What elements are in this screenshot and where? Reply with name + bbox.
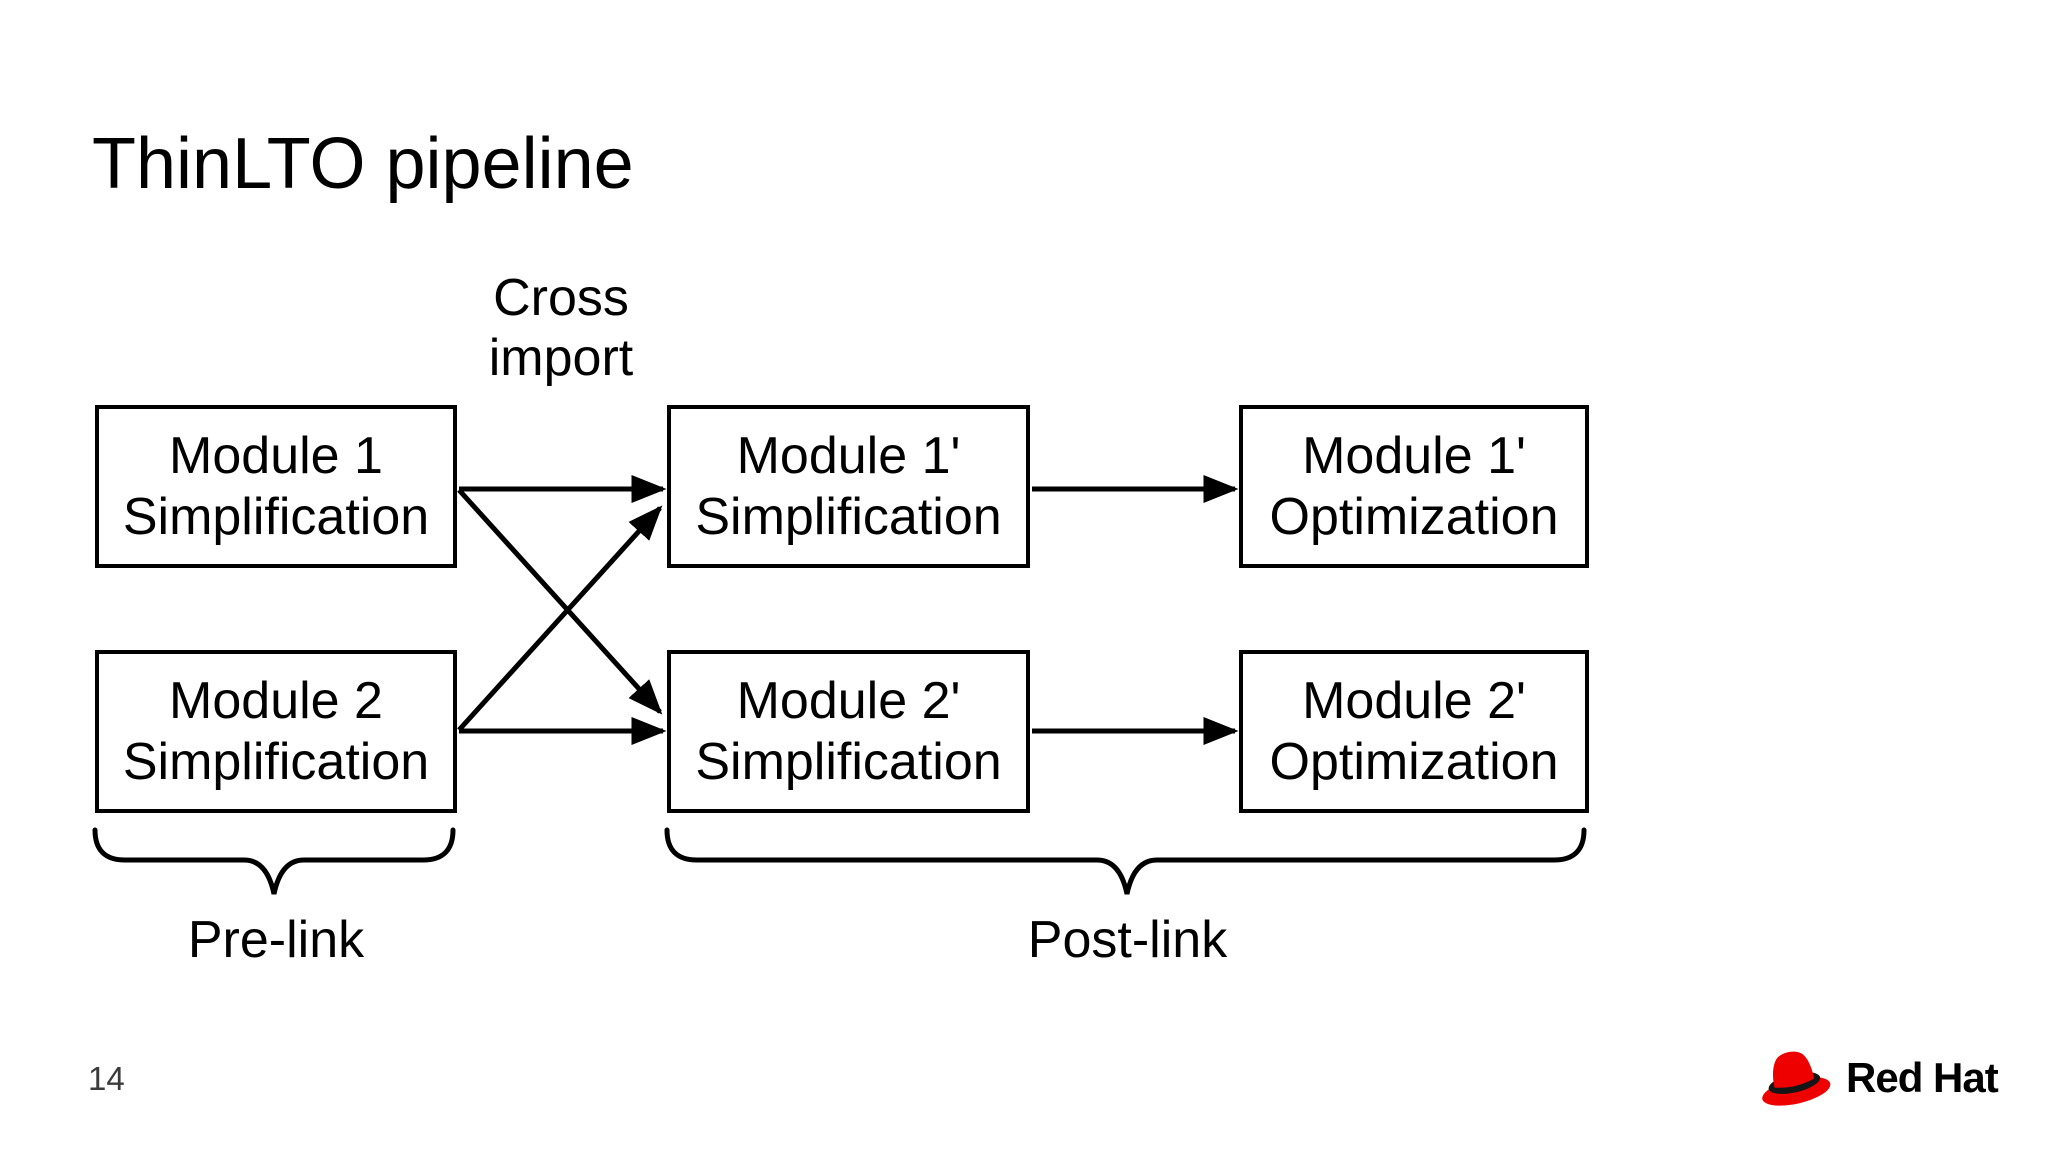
box-module-2-prime-optimization: Module 2' Optimization — [1239, 650, 1589, 813]
cross-import-line2: import — [488, 329, 634, 387]
post-link-label: Post-link — [1027, 911, 1228, 969]
box-label-line: Module 2' — [736, 671, 961, 730]
box-module-1-prime-optimization: Module 1' Optimization — [1239, 405, 1589, 568]
box-module-1-simplification: Module 1 Simplification — [95, 405, 457, 568]
page-number: 14 — [88, 1060, 125, 1097]
box-label-line: Module 2' — [1302, 671, 1526, 730]
red-hat-fedora-icon — [1762, 1051, 1831, 1106]
slide-title: ThinLTO pipeline — [92, 124, 634, 204]
cross-import-line1: Cross — [493, 269, 629, 327]
box-label-line: Simplification — [122, 732, 430, 791]
box-label-line: Module 2 — [169, 671, 383, 730]
pre-link-brace — [92, 827, 456, 895]
box-label-line: Optimization — [1269, 487, 1559, 546]
box-label-line: Module 1 — [169, 426, 383, 485]
box-module-2-simplification: Module 2 Simplification — [95, 650, 457, 813]
pre-link-label: Pre-link — [187, 911, 365, 969]
post-link-brace — [664, 827, 1587, 895]
red-hat-logo: Red Hat — [1754, 1042, 1999, 1114]
arrow-module2-to-module1p-cross-import — [457, 505, 663, 732]
box-label-line: Simplification — [695, 732, 1002, 791]
box-module-2-prime-simplification: Module 2' Simplification — [667, 650, 1030, 813]
box-label-line: Module 1' — [1302, 426, 1526, 485]
red-hat-logotype: Red Hat — [1846, 1054, 1999, 1101]
arrow-module1-to-module2p-cross-import — [457, 488, 663, 715]
box-label-line: Simplification — [122, 487, 430, 546]
box-label-line: Optimization — [1269, 732, 1559, 791]
box-module-1-prime-simplification: Module 1' Simplification — [667, 405, 1030, 568]
cross-import-label: Cross import — [411, 268, 711, 388]
box-label-line: Module 1' — [736, 426, 961, 485]
box-label-line: Simplification — [695, 487, 1002, 546]
